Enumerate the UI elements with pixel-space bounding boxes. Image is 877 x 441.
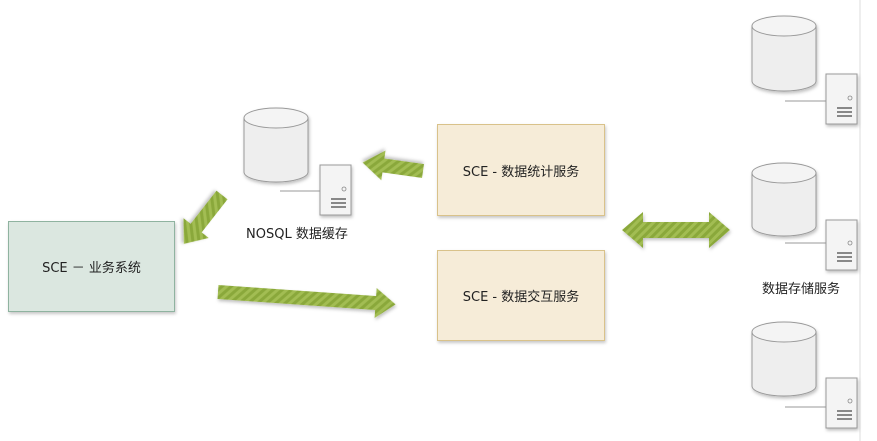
- business-system-label: SCE － 业务系统: [42, 261, 141, 276]
- nosql-cache-label: NOSQL 数据缓存: [246, 227, 348, 242]
- arrow-cache-to-business: [183, 190, 228, 244]
- exchange-service-label: SCE - 数据交互服务: [462, 290, 580, 305]
- storage-service-label: 数据存储服务: [762, 282, 841, 297]
- nosql-cache-icon: [243, 107, 352, 216]
- arrow-business-to-exchange: [217, 285, 396, 318]
- arrow-stats-to-cache: [362, 150, 424, 181]
- storage-server-icon-3: [751, 321, 858, 429]
- storage-server-icon-2: [751, 162, 858, 271]
- stats-service-box[interactable]: SCE - 数据统计服务: [437, 124, 605, 216]
- business-system-box[interactable]: SCE － 业务系统: [8, 221, 175, 312]
- arrow-services-storage-bidirectional: [622, 212, 730, 248]
- exchange-service-box[interactable]: SCE - 数据交互服务: [437, 250, 605, 341]
- storage-server-icon-1: [751, 15, 858, 125]
- stats-service-label: SCE - 数据统计服务: [462, 164, 580, 180]
